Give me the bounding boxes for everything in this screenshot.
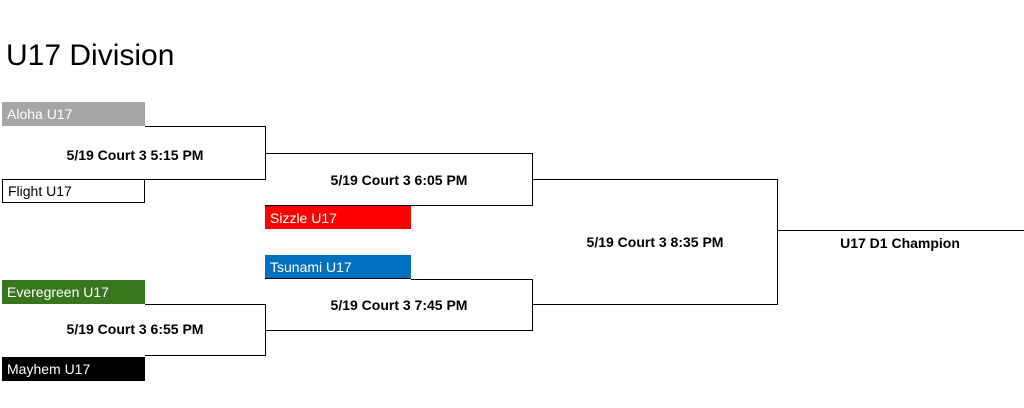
team-everegreen: Everegreen U17: [2, 280, 145, 304]
connector: [411, 205, 533, 206]
team-tsunami: Tsunami U17: [265, 255, 411, 279]
page-title: U17 Division: [6, 39, 175, 72]
connector: [145, 304, 266, 305]
connector: [533, 179, 778, 180]
connector: [145, 355, 266, 356]
team-everegreen-label: Everegreen U17: [7, 284, 109, 300]
champion-label: U17 D1 Champion: [840, 235, 960, 251]
connector: [533, 304, 778, 305]
connector: [266, 153, 533, 154]
team-mayhem-label: Mayhem U17: [7, 361, 91, 377]
team-tsunami-label: Tsunami U17: [270, 259, 352, 275]
connector: [532, 279, 533, 331]
team-flight: Flight U17: [2, 179, 145, 203]
team-flight-label: Flight U17: [8, 183, 72, 199]
connector: [145, 179, 266, 180]
final-game-label: 5/19 Court 3 8:35 PM: [586, 234, 724, 250]
team-sizzle: Sizzle U17: [265, 205, 411, 229]
game-4-label: 5/19 Court 3 7:45 PM: [330, 297, 468, 313]
connector: [145, 126, 266, 127]
team-sizzle-label: Sizzle U17: [270, 210, 337, 226]
game-3-label: 5/19 Court 3 6:55 PM: [66, 321, 204, 337]
connector: [777, 179, 778, 305]
game-1-label: 5/19 Court 3 5:15 PM: [66, 147, 204, 163]
connector: [532, 153, 533, 205]
connector: [778, 230, 1024, 231]
connector: [411, 279, 533, 280]
team-mayhem: Mayhem U17: [2, 357, 145, 381]
team-aloha-label: Aloha U17: [7, 106, 73, 122]
connector: [265, 304, 266, 356]
connector: [266, 330, 533, 331]
connector: [265, 126, 266, 180]
game-2-label: 5/19 Court 3 6:05 PM: [330, 172, 468, 188]
team-aloha: Aloha U17: [2, 102, 145, 126]
